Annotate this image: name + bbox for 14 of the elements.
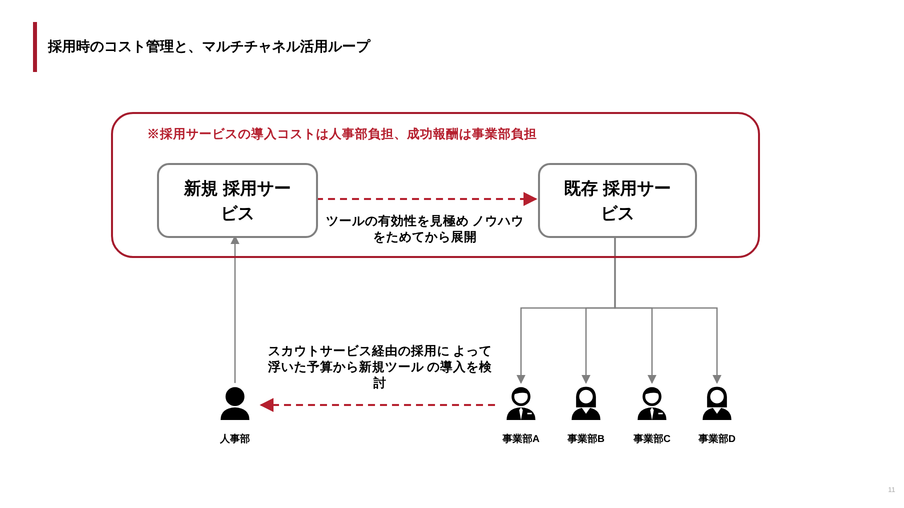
note-text: ※採用サービスの導入コストは人事部負担、成功報酬は事業部負担 xyxy=(147,126,537,143)
person-label: 事業部A xyxy=(502,432,540,447)
service-box: 新規 採用サービス xyxy=(157,163,318,238)
person-label: 事業部D xyxy=(698,432,736,447)
arrow xyxy=(614,236,722,384)
person-label: 事業部B xyxy=(567,432,605,447)
arrow xyxy=(260,398,495,412)
person-label: 事業部C xyxy=(633,432,671,447)
arrow xyxy=(316,192,538,206)
arrow xyxy=(230,235,240,383)
person-label: 人事部 xyxy=(220,432,250,447)
group-frame xyxy=(111,112,760,258)
service-box: 既存 採用サービス xyxy=(538,163,697,238)
title: 採用時のコスト管理と、マルチチャネル活用ループ xyxy=(48,37,370,56)
